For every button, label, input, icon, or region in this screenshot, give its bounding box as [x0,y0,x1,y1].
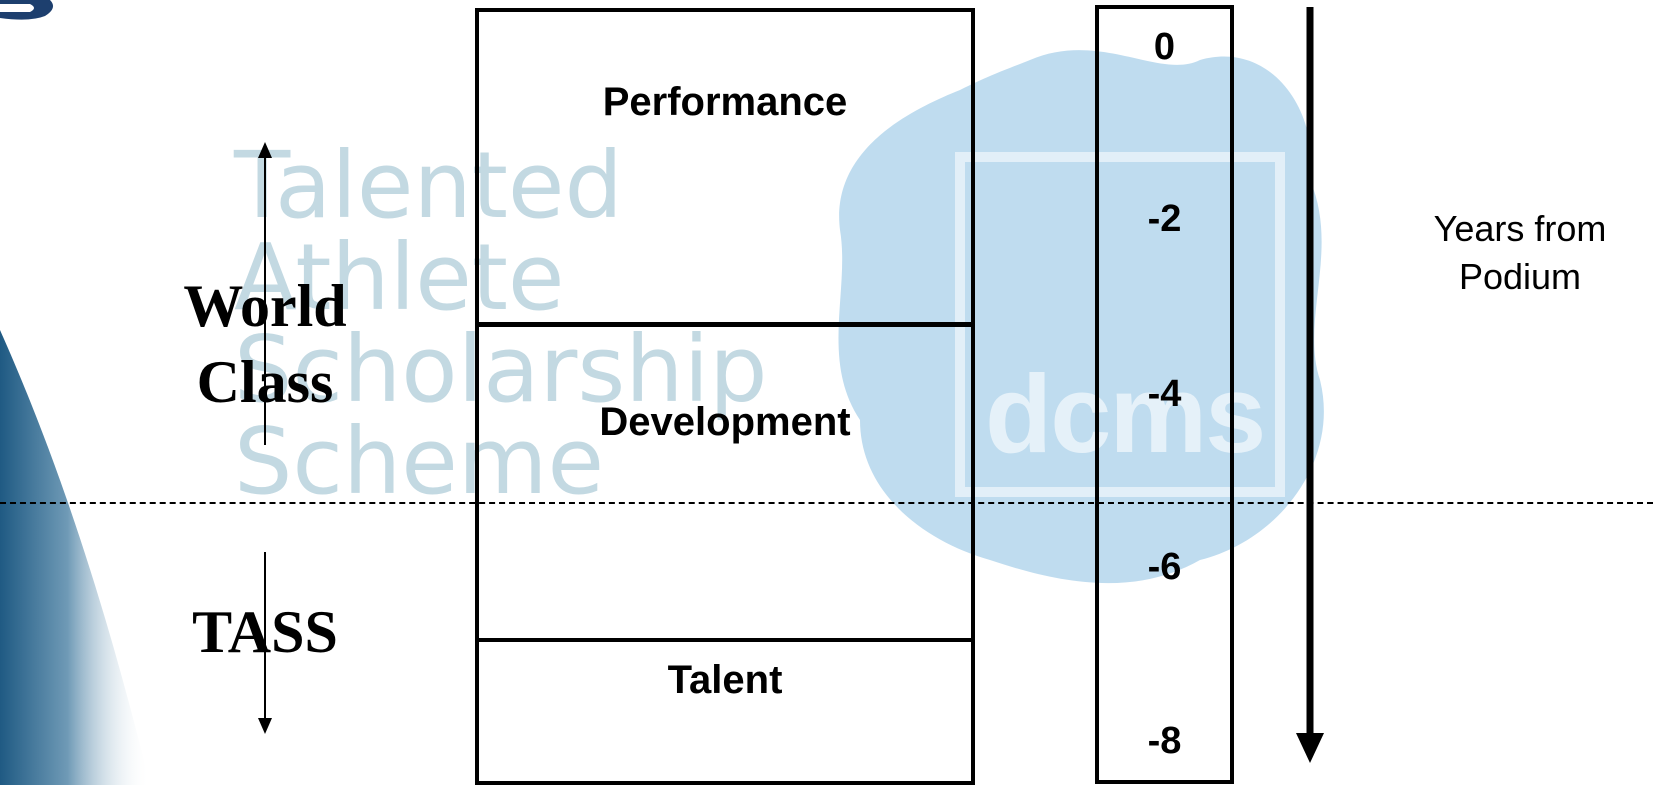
corner-logo-fragment [0,0,54,20]
years-from-podium-caption: Years from Podium [1400,205,1640,301]
tass-watermark: Talented Athlete Scholarship Scheme [234,140,768,508]
watermark-line: Scheme [234,408,605,515]
dcms-watermark-text: dcms [985,353,1266,476]
pathway-double-arrow [258,142,272,734]
caption-line: Years from [1433,208,1607,249]
watermark-line: Athlete [234,224,565,331]
label-line: World [183,273,347,339]
scale-tick: 0 [1153,26,1176,68]
tass-label: TASS [192,599,338,665]
stage-label: Performance [602,80,848,124]
world-class-label: World Class [150,268,380,420]
scale-tick: -4 [1147,373,1182,415]
stage-performance: Performance [475,80,975,140]
watermark-line: Scholarship [234,316,768,423]
scale-tick: -2 [1147,198,1182,240]
years-down-arrow [1296,7,1324,763]
stage-column [475,8,975,785]
stage-divider-2 [475,638,975,642]
label-line: Class [196,349,334,415]
stage-label: Talent [667,658,783,702]
scale-tick: -8 [1147,720,1182,762]
left-swoosh-graphic [0,330,150,785]
caption-line: Podium [1458,256,1582,297]
years-scale-box [1095,5,1234,784]
stage-divider-1 [475,322,975,327]
scale-tick: -6 [1147,546,1182,588]
stage-label: Development [599,400,851,444]
tass-world-class-divider [0,502,1653,504]
stage-talent: Talent [475,658,975,718]
stage-development: Development [475,400,975,460]
watermark-line: Talented [234,132,623,239]
